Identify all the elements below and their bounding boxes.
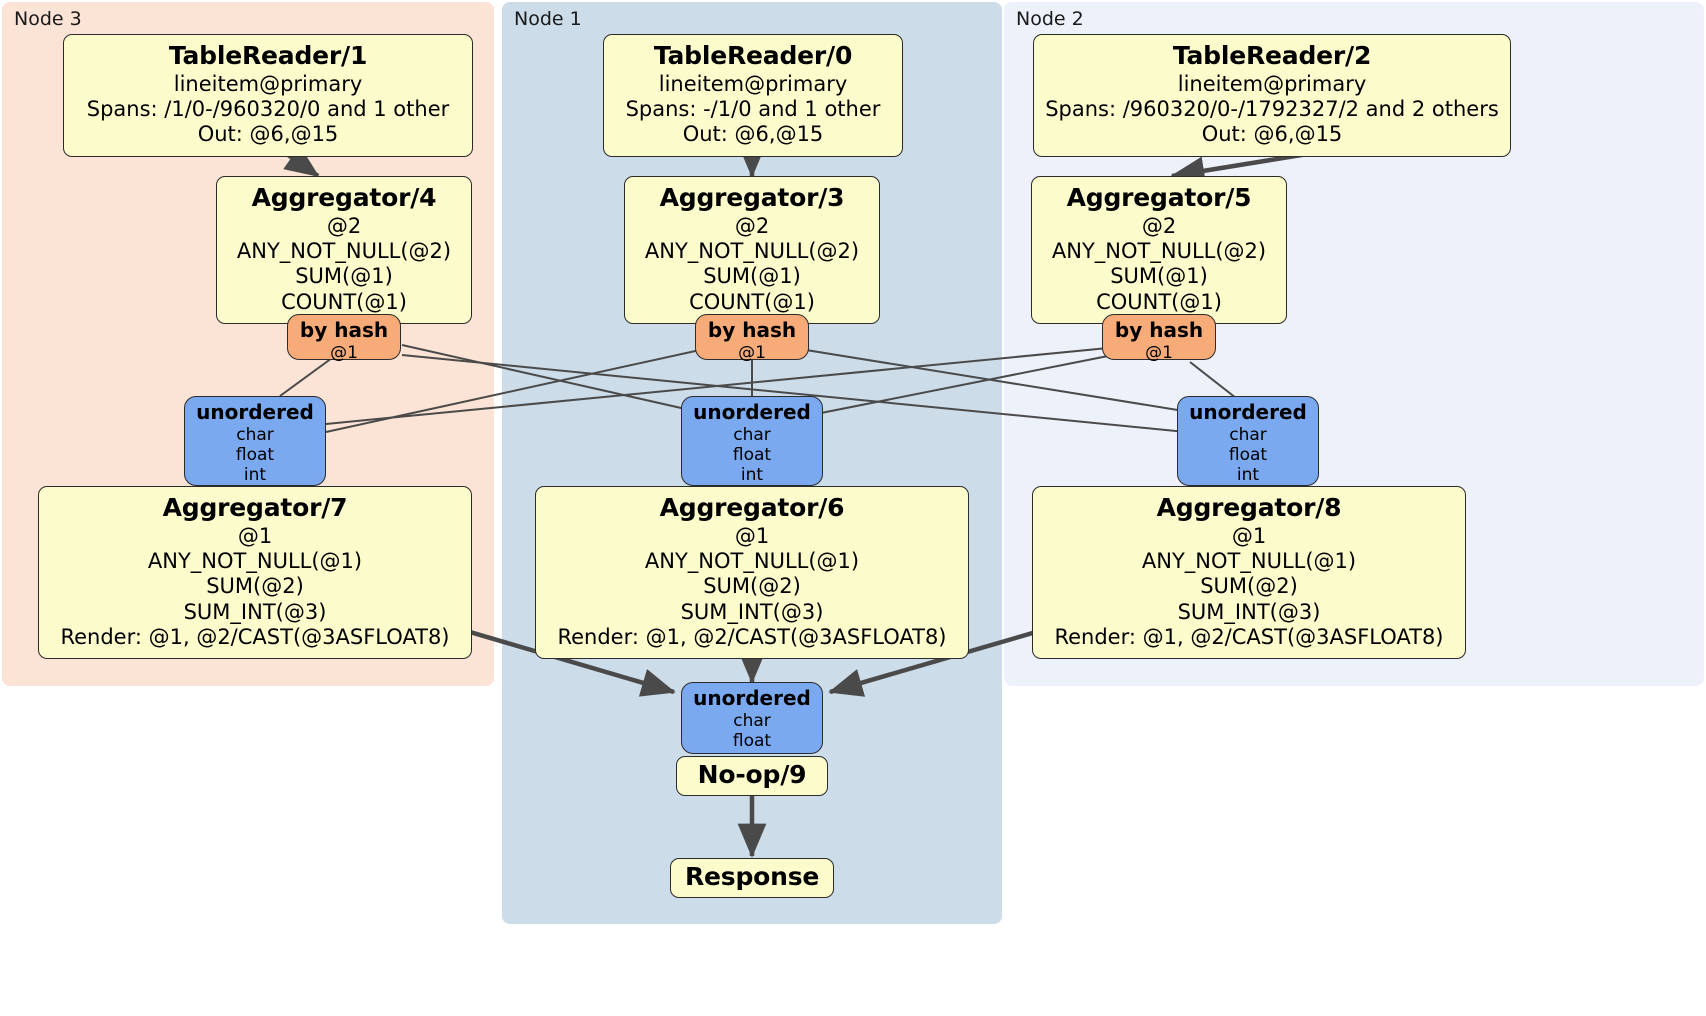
router-by-hash-right-title: by hash xyxy=(1114,318,1204,342)
aggregator-8-line-2: ANY_NOT_NULL(@1) xyxy=(1141,549,1357,574)
router-unordered-left-line-2: float xyxy=(235,444,275,465)
router-unordered-right-line-3: int xyxy=(1236,464,1260,485)
aggregator-3-line-2: ANY_NOT_NULL(@2) xyxy=(644,239,860,264)
aggregator-8-line-3: SUM(@2) xyxy=(1200,574,1298,599)
aggregator-8-line-1: @1 xyxy=(1231,524,1267,548)
region-node-3-label: Node 3 xyxy=(14,8,82,30)
table-reader-1-line-1: lineitem@primary xyxy=(173,72,363,96)
router-by-hash-right[interactable]: by hash @1 xyxy=(1102,314,1216,363)
aggregator-3-title: Aggregator/3 xyxy=(659,183,845,212)
router-by-hash-mid[interactable]: by hash @1 xyxy=(695,314,809,363)
router-unordered-mid-title: unordered xyxy=(693,400,811,424)
aggregator-8-title: Aggregator/8 xyxy=(1156,493,1342,522)
aggregator-7-line-3: SUM(@2) xyxy=(206,574,304,599)
router-unordered-mid-line-1: char xyxy=(733,424,771,445)
table-reader-0-line-1: lineitem@primary xyxy=(658,72,848,96)
processor-aggregator-6[interactable]: Aggregator/6 @1 ANY_NOT_NULL(@1) SUM(@2)… xyxy=(535,486,969,659)
router-by-hash-right-line-1: @1 xyxy=(1145,342,1173,363)
aggregator-6-line-4: SUM_INT(@3) xyxy=(680,599,824,624)
processor-table-reader-0[interactable]: TableReader/0 lineitem@primary Spans: -/… xyxy=(603,34,903,157)
router-unordered-left-title: unordered xyxy=(196,400,314,424)
processor-noop-9[interactable]: No-op/9 xyxy=(676,756,828,796)
table-reader-1-line-2: Spans: /1/0-/960320/0 and 1 other xyxy=(86,97,450,122)
noop-9-title: No-op/9 xyxy=(697,760,807,789)
table-reader-2-line-3: Out: @6,@15 xyxy=(1201,122,1343,147)
router-unordered-left[interactable]: unordered char float int xyxy=(184,396,326,486)
router-by-hash-left[interactable]: by hash @1 xyxy=(287,314,401,363)
router-unordered-final[interactable]: unordered char float xyxy=(681,682,823,754)
aggregator-8-line-4: SUM_INT(@3) xyxy=(1177,599,1321,624)
aggregator-4-line-3: SUM(@1) xyxy=(295,264,393,289)
router-by-hash-mid-line-1: @1 xyxy=(738,342,766,363)
router-unordered-left-line-1: char xyxy=(236,424,274,445)
processor-aggregator-8[interactable]: Aggregator/8 @1 ANY_NOT_NULL(@1) SUM(@2)… xyxy=(1032,486,1466,659)
router-unordered-final-line-2: float xyxy=(732,730,772,751)
region-node-2-label: Node 2 xyxy=(1016,8,1084,30)
processor-aggregator-5[interactable]: Aggregator/5 @2 ANY_NOT_NULL(@2) SUM(@1)… xyxy=(1031,176,1287,324)
aggregator-6-line-5: Render: @1, @2/CAST(@3ASFLOAT8) xyxy=(557,624,947,649)
router-unordered-left-line-3: int xyxy=(243,464,267,485)
table-reader-2-line-1: lineitem@primary xyxy=(1177,72,1367,96)
aggregator-5-line-4: COUNT(@1) xyxy=(1096,289,1222,314)
aggregator-7-line-4: SUM_INT(@3) xyxy=(183,599,327,624)
router-by-hash-left-title: by hash xyxy=(299,318,389,342)
router-unordered-right[interactable]: unordered char float int xyxy=(1177,396,1319,486)
router-unordered-mid[interactable]: unordered char float int xyxy=(681,396,823,486)
aggregator-4-title: Aggregator/4 xyxy=(251,183,437,212)
table-reader-0-title: TableReader/0 xyxy=(653,41,853,70)
aggregator-4-line-2: ANY_NOT_NULL(@2) xyxy=(236,239,452,264)
router-by-hash-left-line-1: @1 xyxy=(330,342,358,363)
aggregator-7-line-2: ANY_NOT_NULL(@1) xyxy=(147,549,363,574)
table-reader-1-title: TableReader/1 xyxy=(168,41,368,70)
router-unordered-right-line-2: float xyxy=(1228,444,1268,465)
aggregator-8-line-5: Render: @1, @2/CAST(@3ASFLOAT8) xyxy=(1054,624,1444,649)
router-unordered-final-title: unordered xyxy=(693,686,811,710)
table-reader-2-line-2: Spans: /960320/0-/1792327/2 and 2 others xyxy=(1045,97,1499,122)
router-unordered-mid-line-2: float xyxy=(732,444,772,465)
table-reader-0-line-3: Out: @6,@15 xyxy=(682,122,824,147)
processor-aggregator-4[interactable]: Aggregator/4 @2 ANY_NOT_NULL(@2) SUM(@1)… xyxy=(216,176,472,324)
table-reader-1-line-3: Out: @6,@15 xyxy=(197,122,339,147)
aggregator-5-title: Aggregator/5 xyxy=(1066,183,1252,212)
aggregator-5-line-1: @2 xyxy=(1141,214,1177,238)
aggregator-4-line-4: COUNT(@1) xyxy=(281,289,407,314)
aggregator-6-title: Aggregator/6 xyxy=(659,493,845,522)
region-node-1-label: Node 1 xyxy=(514,8,582,30)
aggregator-6-line-1: @1 xyxy=(734,524,770,548)
table-reader-0-line-2: Spans: -/1/0 and 1 other xyxy=(625,97,881,122)
aggregator-6-line-2: ANY_NOT_NULL(@1) xyxy=(644,549,860,574)
processor-table-reader-1[interactable]: TableReader/1 lineitem@primary Spans: /1… xyxy=(63,34,473,157)
response-title: Response xyxy=(685,862,820,891)
aggregator-7-line-5: Render: @1, @2/CAST(@3ASFLOAT8) xyxy=(60,624,450,649)
aggregator-5-line-2: ANY_NOT_NULL(@2) xyxy=(1051,239,1267,264)
router-unordered-right-title: unordered xyxy=(1189,400,1307,424)
router-unordered-right-line-1: char xyxy=(1229,424,1267,445)
aggregator-6-line-3: SUM(@2) xyxy=(703,574,801,599)
router-unordered-final-line-1: char xyxy=(733,710,771,731)
processor-table-reader-2[interactable]: TableReader/2 lineitem@primary Spans: /9… xyxy=(1033,34,1511,157)
aggregator-7-line-1: @1 xyxy=(237,524,273,548)
aggregator-7-title: Aggregator/7 xyxy=(162,493,348,522)
table-reader-2-title: TableReader/2 xyxy=(1172,41,1372,70)
router-unordered-mid-line-3: int xyxy=(740,464,764,485)
aggregator-3-line-1: @2 xyxy=(734,214,770,238)
processor-response[interactable]: Response xyxy=(670,858,834,898)
aggregator-3-line-4: COUNT(@1) xyxy=(689,289,815,314)
processor-aggregator-3[interactable]: Aggregator/3 @2 ANY_NOT_NULL(@2) SUM(@1)… xyxy=(624,176,880,324)
aggregator-4-line-1: @2 xyxy=(326,214,362,238)
aggregator-3-line-3: SUM(@1) xyxy=(703,264,801,289)
processor-aggregator-7[interactable]: Aggregator/7 @1 ANY_NOT_NULL(@1) SUM(@2)… xyxy=(38,486,472,659)
aggregator-5-line-3: SUM(@1) xyxy=(1110,264,1208,289)
router-by-hash-mid-title: by hash xyxy=(707,318,797,342)
